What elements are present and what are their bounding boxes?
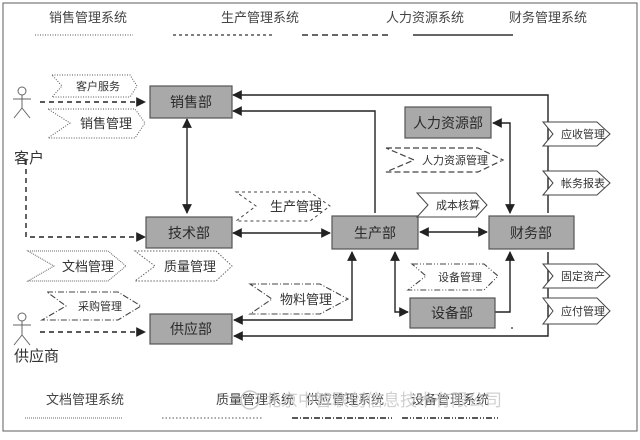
person-icon (17, 86, 27, 96)
tag-label: 物料管理 (280, 293, 332, 308)
tag-label: 质量管理 (164, 260, 216, 275)
tag-receivables: 应收管理 (541, 121, 611, 147)
tag-label: 人力资源管理 (422, 153, 488, 167)
watermark: 北京中智联创信息技术有限公司 (240, 390, 502, 411)
wechat-icon (240, 390, 260, 410)
dept-equipment: 设备部 (409, 297, 496, 329)
tag-label: 应收管理 (561, 127, 605, 141)
tag-cost-accounting: 成本核算 (415, 192, 488, 218)
dept-label: 技术部 (168, 226, 210, 242)
tag-hr-management: 人力资源管理 (385, 147, 505, 173)
tag-label: 应付管理 (561, 304, 605, 318)
tag-material-management: 物料管理 (248, 283, 350, 315)
tag-procurement-management: 采购管理 (39, 291, 143, 321)
dept-tech: 技术部 (145, 216, 233, 249)
legend-item-hr: 人力资源系统 (302, 11, 464, 36)
tag-document-management: 文档管理 (26, 250, 127, 282)
actor-label-supplier: 供应商 (14, 347, 59, 365)
connector-customer-tech (25, 160, 146, 242)
legend-label: 人力资源系统 (386, 11, 464, 26)
tag-label: 采购管理 (78, 299, 122, 313)
connector-finance-supply (233, 252, 549, 341)
legend-item-quality: 质量管理系统 (162, 393, 294, 419)
tag-label: 固定资产 (561, 269, 605, 283)
connections (25, 90, 549, 341)
dept-label: 生产部 (354, 226, 396, 242)
connector-finance-hr (492, 118, 515, 214)
tag-fixed-assets: 固定资产 (541, 263, 611, 289)
legend-item-document: 文档管理系统 (25, 393, 124, 419)
person-icon (17, 312, 27, 322)
connector-production-supply (233, 251, 357, 325)
legend-item-supply: 供应管理系统 (292, 392, 392, 419)
dept-finance: 财务部 (488, 215, 575, 250)
dept-label: 供应部 (170, 321, 212, 338)
connector-production-sales (232, 106, 376, 213)
legend-label: 设备管理系统 (411, 392, 489, 408)
legend-item-equipment: 设备管理系统 (402, 392, 498, 419)
dept-label: 设备部 (431, 305, 473, 322)
tag-equipment-management: 设备管理 (406, 263, 499, 291)
actor-customer (13, 86, 31, 119)
legend-label: 质量管理系统 (216, 393, 294, 408)
dept-label: 人力资源部 (413, 116, 483, 132)
legend-label: 生产管理系统 (221, 11, 299, 26)
dept-production: 生产部 (331, 215, 419, 250)
legend-item-sales: 销售管理系统 (35, 10, 133, 36)
legend-label: 文档管理系统 (46, 393, 124, 408)
tag-label: 生产管理 (270, 200, 322, 215)
dept-sales: 销售部 (149, 85, 233, 119)
tag-account-reports: 帐务报表 (541, 170, 611, 196)
tag-payables: 应付管理 (541, 297, 611, 325)
tag-label: 销售管理 (80, 116, 132, 132)
tag-label: 成本核算 (436, 198, 480, 212)
actor-supplier (13, 312, 31, 346)
legend-label: 财务管理系统 (509, 10, 587, 26)
dept-label: 财务部 (510, 226, 552, 242)
dept-supply: 供应部 (149, 313, 233, 345)
legend-item-production: 生产管理系统 (173, 11, 299, 36)
tag-production-management: 生产管理 (234, 191, 331, 222)
legend-label: 销售管理系统 (49, 10, 127, 26)
tag-customer-service: 客户服务 (50, 74, 138, 98)
legend-bottom: 文档管理系统 质量管理系统 供应管理系统 设备管理系统 (25, 392, 498, 419)
legend-label: 供应管理系统 (306, 392, 384, 408)
dept-label: 销售部 (170, 95, 212, 111)
connector-production-equipment (390, 251, 409, 317)
legend-item-finance: 财务管理系统 (413, 10, 587, 36)
tag-label: 帐务报表 (561, 176, 605, 190)
tag-label: 设备管理 (438, 270, 482, 284)
tag-sales-management: 销售管理 (46, 108, 146, 139)
tag-label: 客户服务 (76, 79, 120, 93)
tag-label: 文档管理 (62, 260, 114, 275)
dot-artifact (511, 327, 513, 329)
legend-top: 销售管理系统 生产管理系统 人力资源系统 财务管理系统 (35, 10, 587, 36)
actor-label-customer: 客户 (14, 149, 44, 167)
watermark-text: 北京中智联创信息技术有限公司 (264, 391, 502, 411)
dept-hr: 人力资源部 (404, 106, 492, 139)
tag-quality-management: 质量管理 (133, 250, 233, 282)
diagram-frame (2, 2, 638, 432)
